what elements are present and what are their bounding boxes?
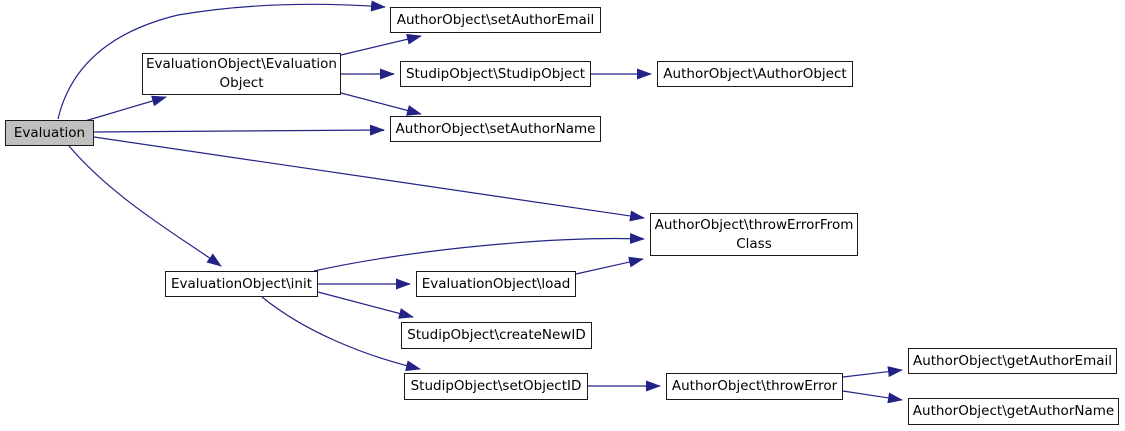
- node-get-author-name-label: AuthorObject\getAuthorName: [912, 403, 1115, 420]
- edge-init-to-throw-error-from-class: [313, 233, 645, 272]
- edge-evaluation-object-ctor-to-set-author-name: [340, 92, 422, 116]
- node-throw-error-from-class-label-line2: Class: [736, 235, 772, 252]
- node-load[interactable]: EvaluationObject\load: [416, 271, 576, 297]
- node-load-label: EvaluationObject\load: [421, 275, 571, 292]
- node-create-new-id-label: StudipObject\createNewID: [407, 327, 586, 344]
- node-evaluation-object-ctor-label-line1: EvaluationObject\Evaluation: [146, 56, 337, 73]
- node-set-author-name-label: AuthorObject\setAuthorName: [395, 120, 596, 137]
- node-throw-error-from-class-label-line1: AuthorObject\throwErrorFrom: [654, 216, 854, 233]
- node-init-label: EvaluationObject\init: [170, 275, 313, 292]
- node-set-object-id[interactable]: StudipObject\setObjectID: [404, 373, 588, 400]
- edge-evaluation-object-ctor-to-set-author-email: [340, 33, 422, 56]
- node-studip-object-ctor[interactable]: StudipObject\StudipObject: [400, 61, 591, 87]
- edge-throw-error-to-get-author-name: [842, 390, 903, 404]
- edge-init-to-set-object-id: [261, 296, 421, 372]
- node-get-author-email[interactable]: AuthorObject\getAuthorEmail: [908, 348, 1117, 374]
- node-set-author-name[interactable]: AuthorObject\setAuthorName: [390, 116, 601, 142]
- node-create-new-id[interactable]: StudipObject\createNewID: [401, 322, 592, 349]
- node-set-author-email-label: AuthorObject\setAuthorEmail: [396, 11, 595, 28]
- node-author-object-ctor[interactable]: AuthorObject\AuthorObject: [657, 61, 853, 87]
- node-get-author-name[interactable]: AuthorObject\getAuthorName: [908, 398, 1119, 425]
- node-throw-error-label: AuthorObject\throwError: [671, 378, 838, 395]
- node-evaluation: Evaluation: [5, 120, 94, 146]
- edge-throw-error-to-get-author-email: [842, 366, 903, 378]
- edge-evaluation-to-throw-error-from-class: [93, 136, 645, 222]
- node-set-author-email[interactable]: AuthorObject\setAuthorEmail: [390, 7, 601, 33]
- node-init[interactable]: EvaluationObject\init: [165, 271, 318, 297]
- node-set-object-id-label: StudipObject\setObjectID: [410, 378, 582, 395]
- node-throw-error[interactable]: AuthorObject\throwError: [666, 373, 843, 400]
- node-evaluation-object-ctor-label-line2: Object: [219, 75, 264, 91]
- node-throw-error-from-class[interactable]: AuthorObject\throwErrorFrom Class: [650, 213, 858, 256]
- edge-evaluation-to-set-author-email: [57, 0, 386, 120]
- edge-evaluation-to-evaluation-object-ctor: [84, 95, 167, 122]
- edge-evaluation-to-set-author-name: [93, 124, 385, 136]
- edge-evaluation-to-init: [68, 145, 222, 267]
- edge-load-to-throw-error-from-class: [575, 256, 644, 275]
- node-studip-object-ctor-label: StudipObject\StudipObject: [405, 65, 586, 82]
- node-get-author-email-label: AuthorObject\getAuthorEmail: [912, 352, 1113, 369]
- node-evaluation-object-ctor[interactable]: EvaluationObject\Evaluation Object: [142, 53, 341, 95]
- node-evaluation-label: Evaluation: [13, 124, 86, 141]
- edge-init-to-create-new-id: [317, 291, 414, 319]
- node-author-object-ctor-label: AuthorObject\AuthorObject: [663, 65, 847, 82]
